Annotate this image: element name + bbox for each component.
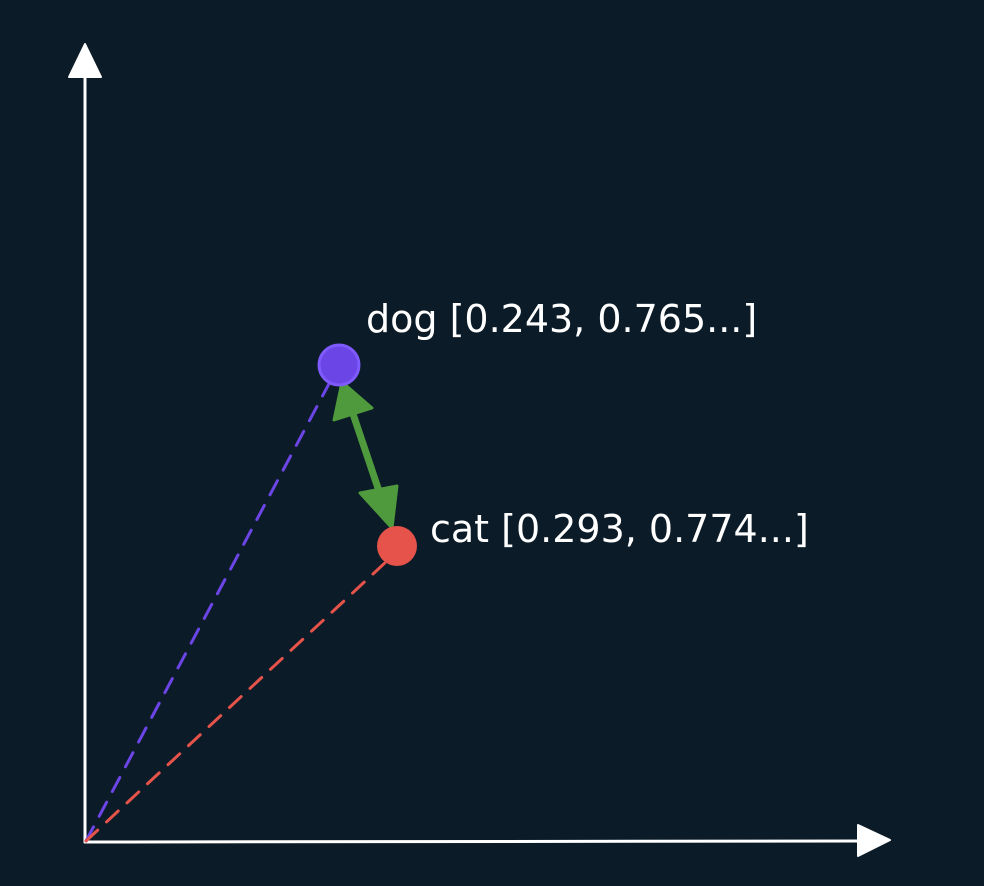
cat-point — [377, 526, 417, 566]
dog-vector-line — [84, 378, 333, 843]
distance-arrow-shaft — [346, 401, 386, 504]
cat-vector-line — [84, 558, 390, 843]
distance-arrow-head-top-icon — [332, 380, 374, 422]
distance-arrow-head-bottom-icon — [358, 484, 399, 530]
x-axis — [83, 839, 864, 844]
x-axis-arrowhead-icon — [857, 824, 891, 857]
cat-label: cat [0.293, 0.774...] — [430, 507, 809, 551]
dog-point — [317, 343, 361, 387]
y-axis-arrowhead-icon — [68, 43, 102, 78]
dog-label: dog [0.243, 0.765...] — [366, 297, 757, 341]
